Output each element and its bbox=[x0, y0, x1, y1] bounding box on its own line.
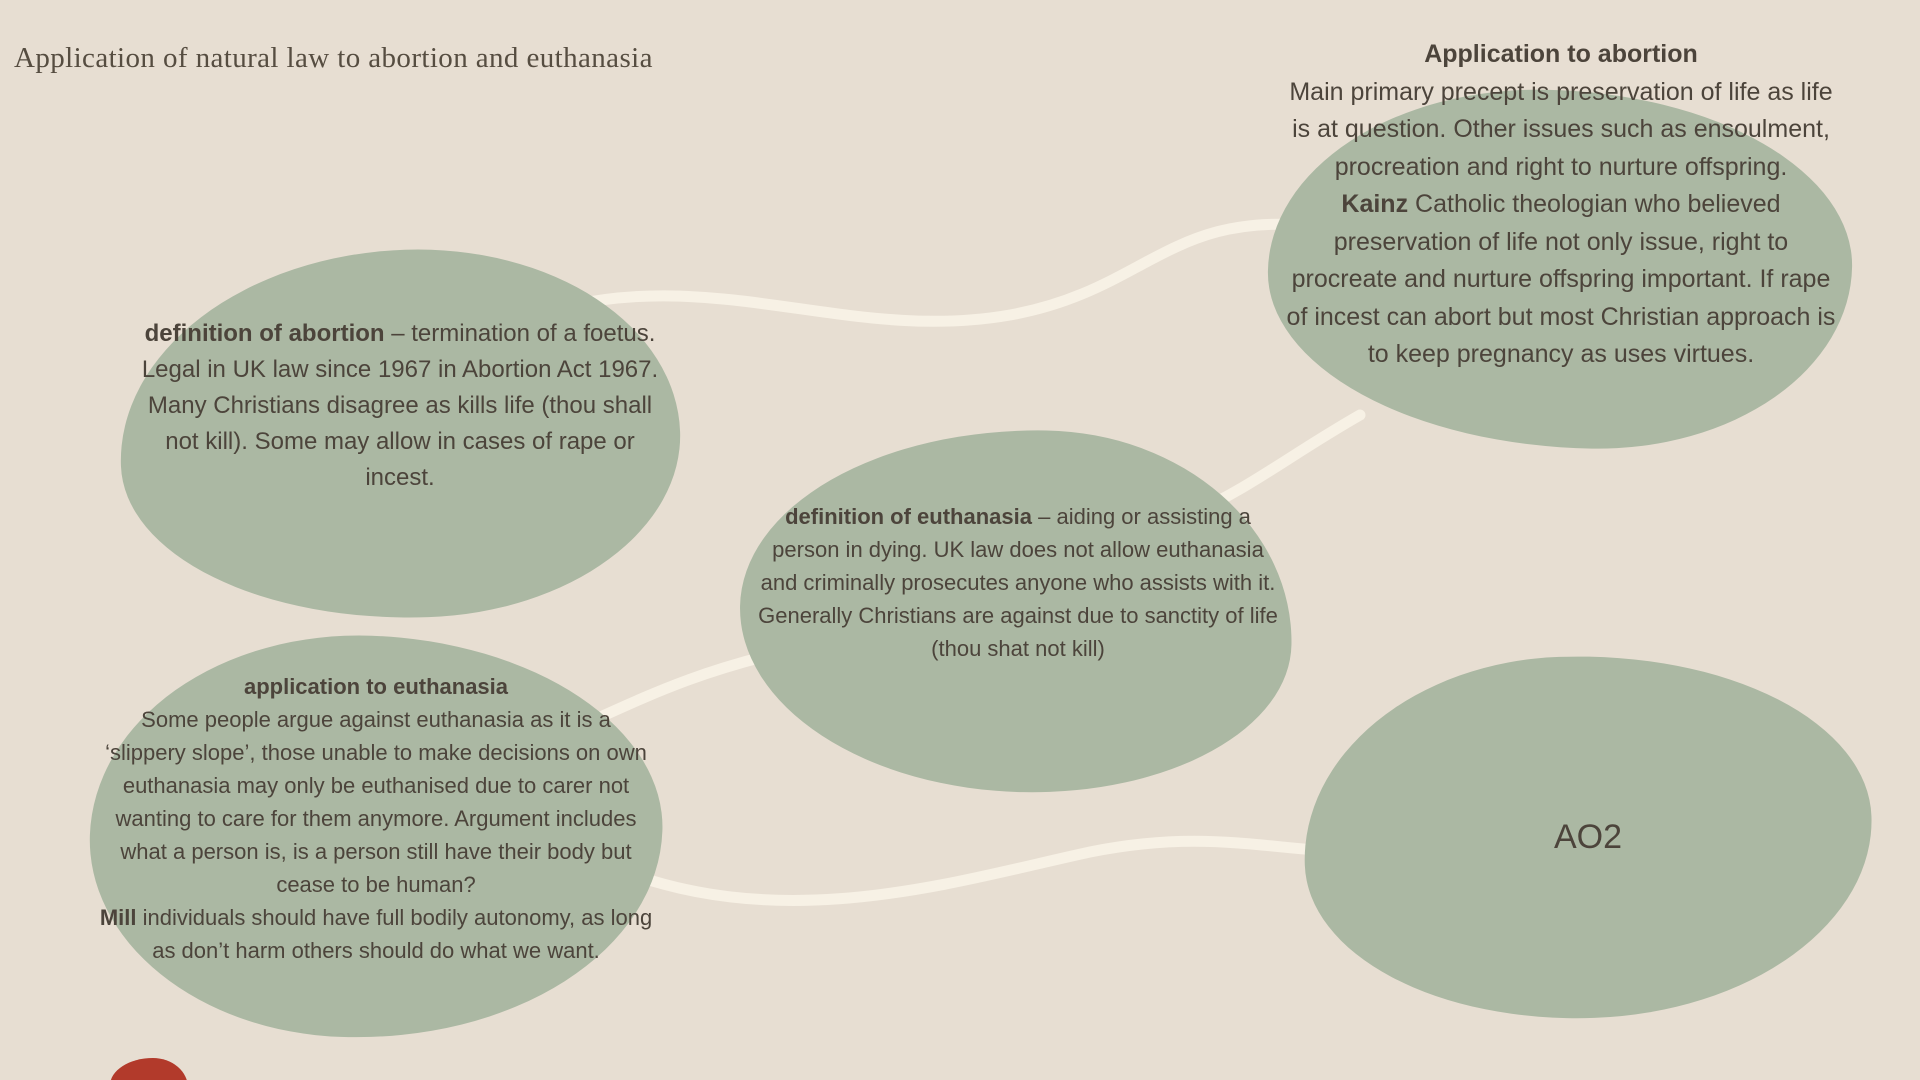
body-text: Main primary precept is preservation of … bbox=[1289, 77, 1833, 181]
bold-lead-definition-euthanasia: definition of euthanasia bbox=[785, 504, 1032, 529]
body-text: – termination of a foetus. Legal in UK l… bbox=[141, 320, 659, 491]
node-application-euthanasia[interactable]: application to euthanasia Some people ar… bbox=[98, 670, 654, 967]
node-definition-abortion-body: definition of abortion – termination of … bbox=[135, 316, 665, 496]
node-application-abortion-heading: Application to abortion bbox=[1424, 40, 1698, 68]
body-text: Catholic theologian who believed preserv… bbox=[1286, 190, 1836, 368]
node-application-euthanasia-body2: Mill individuals should have full bodily… bbox=[98, 901, 654, 967]
connector-appeuthanasia-to-ao2 bbox=[614, 835, 1351, 906]
page-title: Application of natural law to abortion a… bbox=[14, 42, 653, 74]
node-definition-euthanasia-body: definition of euthanasia – aiding or ass… bbox=[758, 500, 1278, 665]
node-application-abortion-body2: Kainz Catholic theologian who believed p… bbox=[1278, 186, 1844, 374]
bold-term-kainz: Kainz bbox=[1341, 190, 1409, 218]
node-ao2[interactable]: AO2 bbox=[1304, 656, 1872, 1018]
connector-defabortion-to-appabortion bbox=[514, 218, 1336, 327]
node-application-abortion-body1: Main primary precept is preservation of … bbox=[1278, 74, 1844, 187]
red-accent-shape bbox=[110, 1058, 188, 1080]
body-text: Some people argue against euthanasia as … bbox=[105, 707, 647, 897]
bold-lead-definition-abortion: definition of abortion bbox=[144, 320, 385, 347]
node-ao2-label: AO2 bbox=[1553, 817, 1623, 856]
node-definition-euthanasia[interactable]: definition of euthanasia – aiding or ass… bbox=[758, 500, 1278, 665]
node-application-euthanasia-body1: Some people argue against euthanasia as … bbox=[98, 703, 654, 901]
body-text: individuals should have full bodily auto… bbox=[136, 905, 653, 963]
node-definition-abortion[interactable]: definition of abortion – termination of … bbox=[135, 316, 665, 496]
bold-term-mill: Mill bbox=[99, 905, 137, 930]
node-application-abortion[interactable]: Application to abortion Main primary pre… bbox=[1278, 36, 1844, 374]
node-application-euthanasia-heading: application to euthanasia bbox=[243, 674, 509, 699]
body-text: – aiding or assisting a person in dying.… bbox=[758, 504, 1278, 661]
